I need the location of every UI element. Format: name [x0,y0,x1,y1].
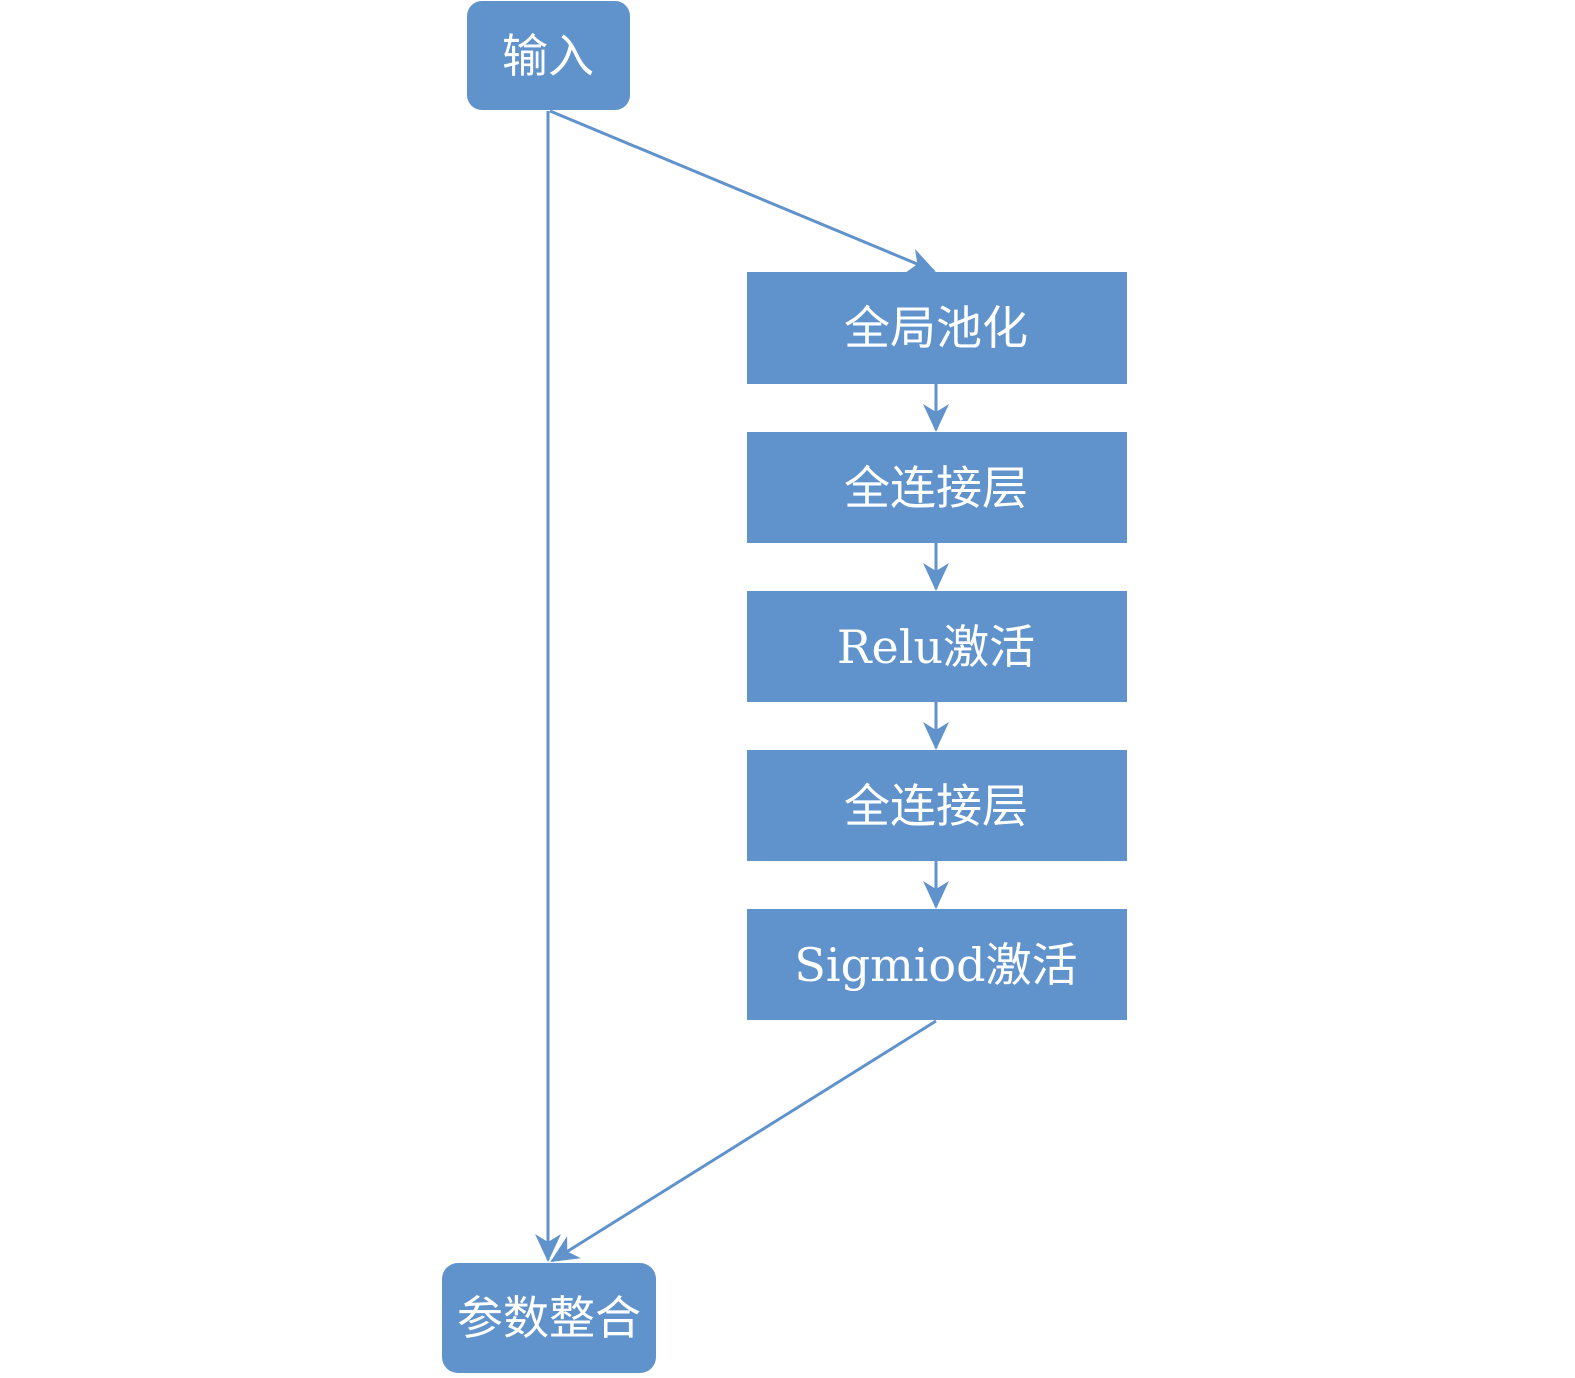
node-global-pool-label: 全局池化 [844,301,1028,355]
node-input-label: 输入 [502,29,594,83]
edge-input-to-global-pool [549,109,936,273]
node-sigmoid: Sigmiod激活 [747,909,1127,1020]
node-input: 输入 [467,1,630,110]
node-output: 参数整合 [442,1263,656,1373]
node-global-pool: 全局池化 [747,272,1127,384]
node-fc2-label: 全连接层 [844,779,1028,833]
node-fc1-label: 全连接层 [844,461,1028,515]
node-relu: Relu激活 [747,591,1127,702]
node-sigmoid-label: Sigmiod激活 [794,938,1077,992]
node-fc1: 全连接层 [747,432,1127,543]
node-relu-label: Relu激活 [837,620,1035,674]
node-output-label: 参数整合 [457,1291,641,1345]
edge-sigmoid-to-output [550,1019,937,1263]
node-fc2: 全连接层 [747,750,1127,861]
